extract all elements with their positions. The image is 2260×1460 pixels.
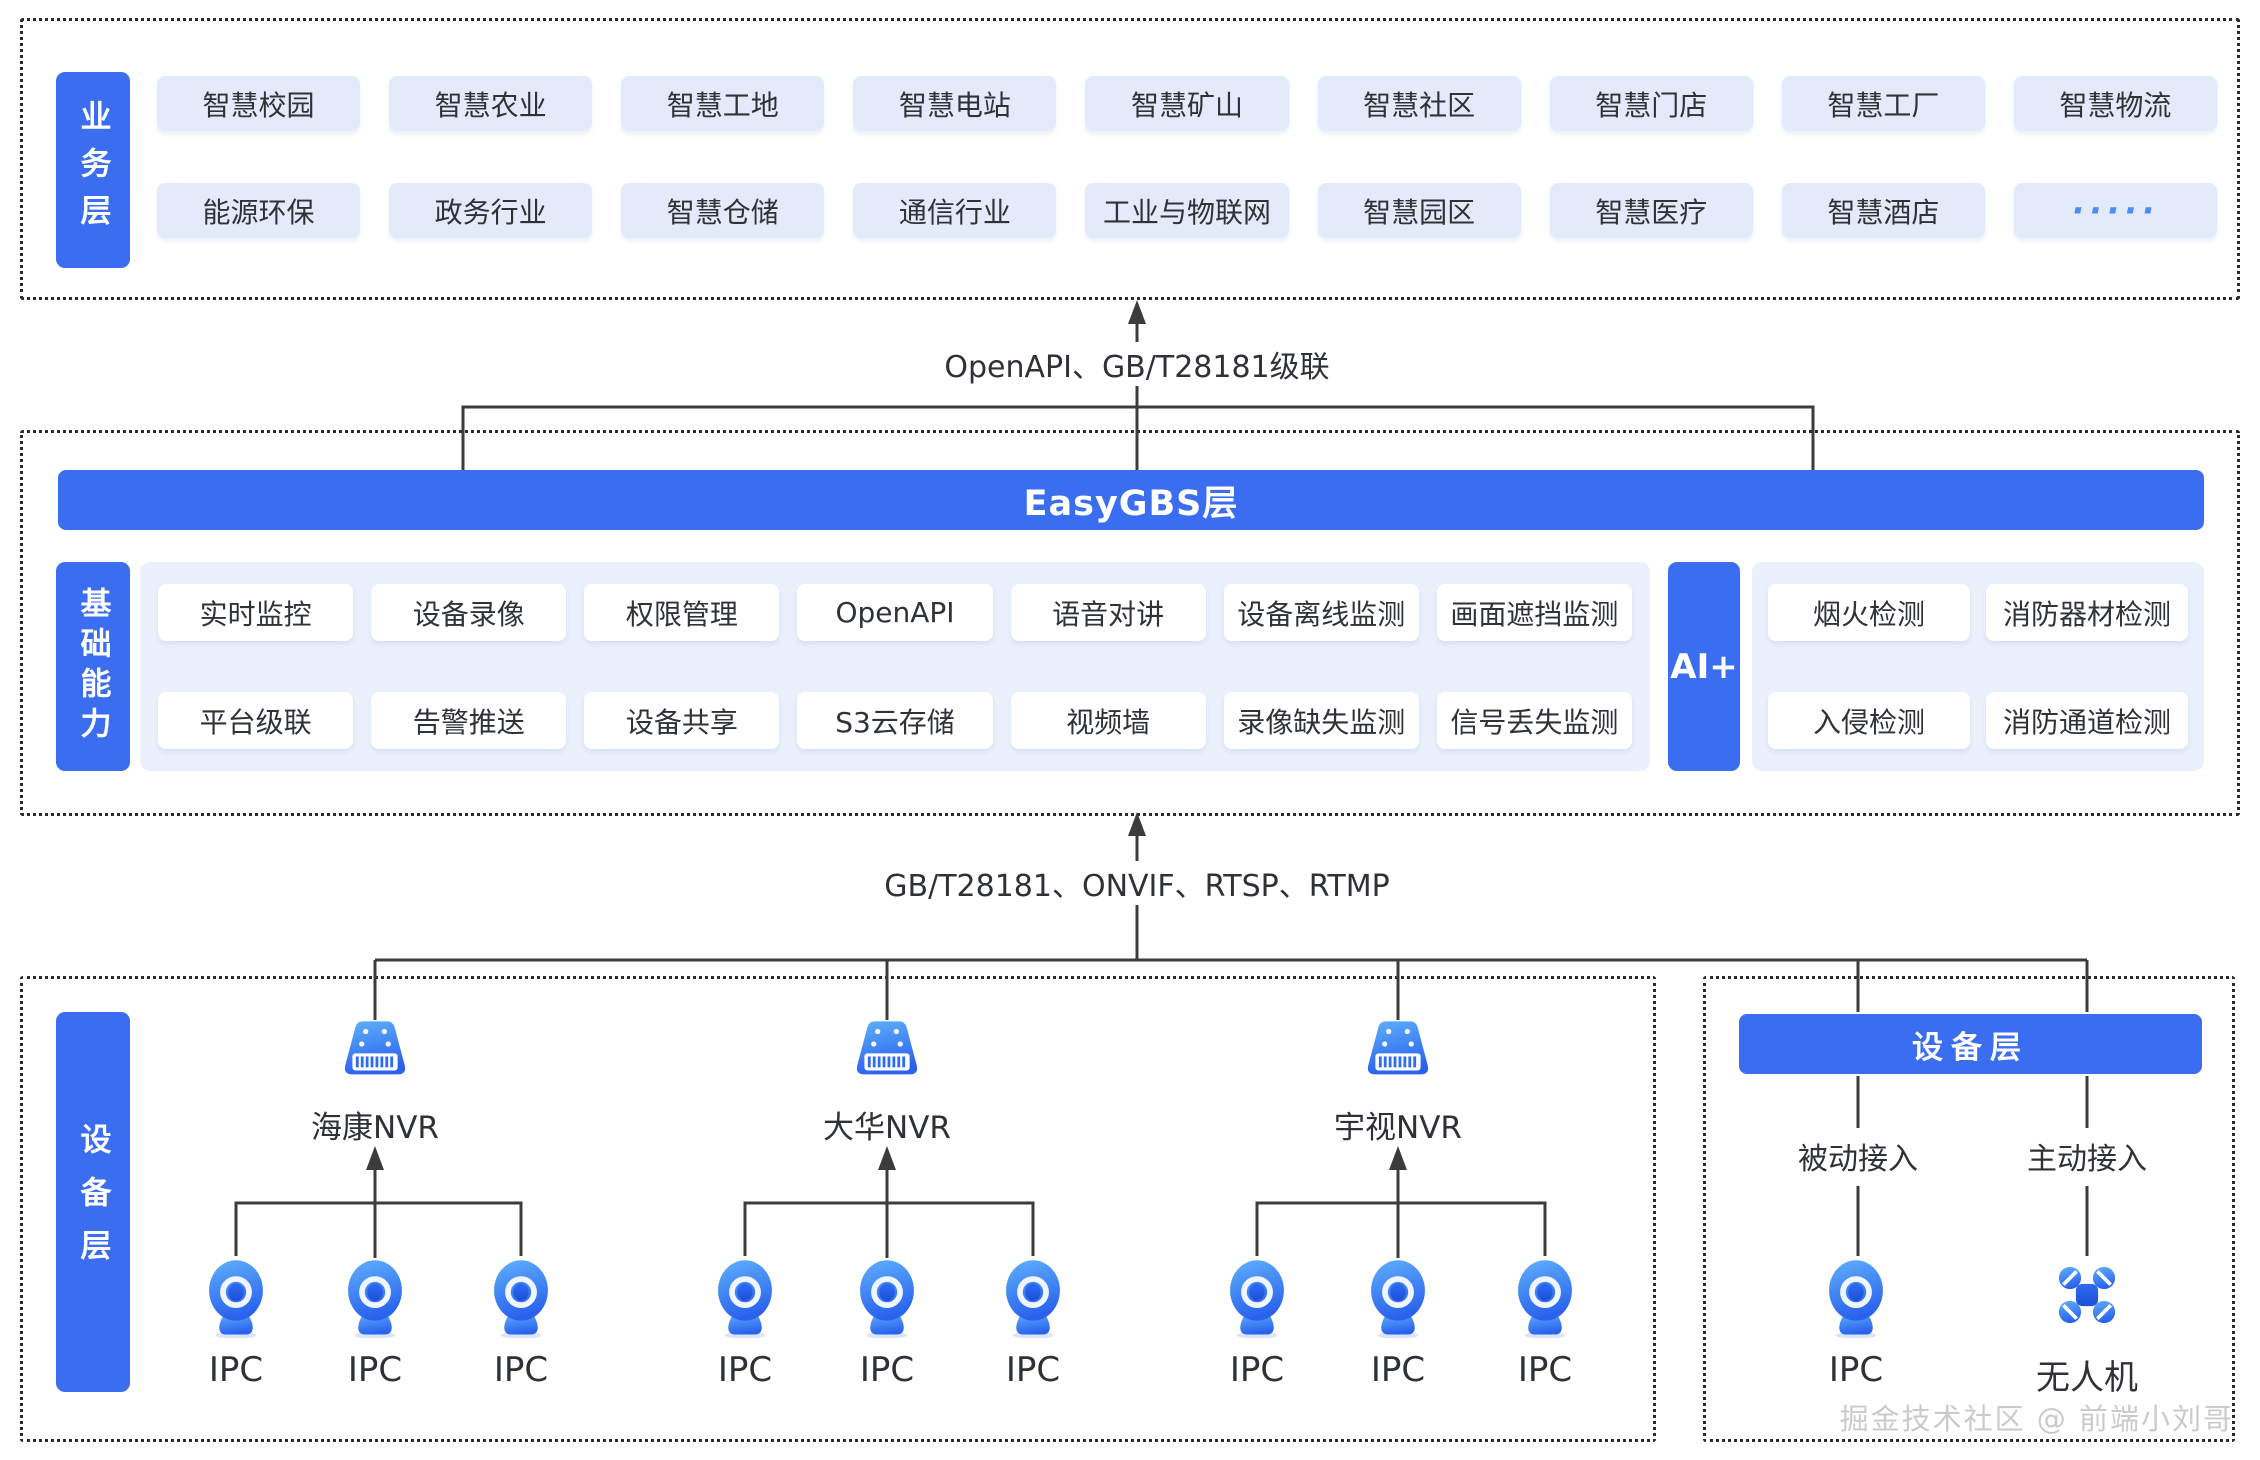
nvr-name-label: 宇视NVR xyxy=(1334,1110,1462,1146)
connector-label-top: OpenAPI、GB/T28181级联 xyxy=(930,342,1344,386)
watermark: 掘金技术社区 @ 前端小刘哥 xyxy=(1839,1402,2234,1436)
ai-capability-pill: 入侵检测 xyxy=(1768,692,1970,749)
capability-pill: 画面遮挡监测 xyxy=(1436,584,1632,641)
business-pill: 智慧仓储 xyxy=(621,183,825,238)
device-layer-tab: 设备层 xyxy=(56,1012,130,1392)
capability-pill: 权限管理 xyxy=(584,584,780,641)
easygbs-header-bar: EasyGBS层 xyxy=(58,470,2204,530)
connector-label-bottom: GB/T28181、ONVIF、RTSP、RTMP xyxy=(870,861,1404,905)
business-pill: 智慧医疗 xyxy=(1549,183,1753,238)
capability-pill: 设备离线监测 xyxy=(1223,584,1419,641)
business-pill: 智慧门店 xyxy=(1549,76,1753,131)
ipc-label: IPC xyxy=(208,1350,264,1390)
device-access-box xyxy=(1703,976,2235,1442)
capability-tab: 基础能力 xyxy=(56,562,130,771)
ai-plus-tab: AI+ xyxy=(1668,562,1740,771)
capability-row-1: 实时监控 设备录像 权限管理 OpenAPI 语音对讲 设备离线监测 画面遮挡监… xyxy=(158,584,1632,641)
capability-pill: S3云存储 xyxy=(797,692,993,749)
ai-row-2: 入侵检测 消防通道检测 xyxy=(1768,692,2188,749)
capability-pill: 设备共享 xyxy=(584,692,780,749)
ai-row-1: 烟火检测 消防器材检测 xyxy=(1768,584,2188,641)
capability-pill: 信号丢失监测 xyxy=(1436,692,1632,749)
device-layer-label: 设备层 xyxy=(74,1122,111,1282)
ai-capability-pill: 消防通道检测 xyxy=(1986,692,2188,749)
business-pill: 通信行业 xyxy=(853,183,1057,238)
business-pill: 智慧社区 xyxy=(1317,76,1521,131)
business-pill: 政务行业 xyxy=(389,183,593,238)
active-access-label: 主动接入 xyxy=(2027,1142,2147,1177)
capability-pill: 平台级联 xyxy=(158,692,354,749)
business-layer-tab: 业务层 xyxy=(56,72,130,268)
nvr-name-label: 海康NVR xyxy=(311,1110,439,1146)
business-pill: 智慧矿山 xyxy=(1085,76,1289,131)
ipc-label: IPC xyxy=(1005,1350,1061,1390)
drone-label: 无人机 xyxy=(2036,1358,2138,1398)
business-pill: 智慧工地 xyxy=(621,76,825,131)
ai-capability-pill: 烟火检测 xyxy=(1768,584,1970,641)
capability-pill: 设备录像 xyxy=(371,584,567,641)
business-layer-box xyxy=(20,18,2240,300)
capability-row-2: 平台级联 告警推送 设备共享 S3云存储 视频墙 录像缺失监测 信号丢失监测 xyxy=(158,692,1632,749)
ipc-label: IPC xyxy=(1370,1350,1426,1390)
business-pill: 智慧农业 xyxy=(389,76,593,131)
ipc-label: IPC xyxy=(859,1350,915,1390)
ai-capability-pill: 消防器材检测 xyxy=(1986,584,2188,641)
business-pill: 能源环保 xyxy=(157,183,361,238)
ipc-label: IPC xyxy=(493,1350,549,1390)
nvr-name-label: 大华NVR xyxy=(823,1110,951,1146)
business-row-1: 智慧校园 智慧农业 智慧工地 智慧电站 智慧矿山 智慧社区 智慧门店 智慧工厂 … xyxy=(157,76,2217,131)
ipc-label: IPC xyxy=(1517,1350,1573,1390)
business-pill: 智慧物流 xyxy=(2013,76,2217,131)
capability-pill: OpenAPI xyxy=(797,584,993,641)
ipc-label: IPC xyxy=(717,1350,773,1390)
passive-access-label: 被动接入 xyxy=(1798,1142,1918,1177)
business-row-2: 能源环保 政务行业 智慧仓储 通信行业 工业与物联网 智慧园区 智慧医疗 智慧酒… xyxy=(157,183,2217,238)
ipc-label: IPC xyxy=(347,1350,403,1390)
capability-pill: 视频墙 xyxy=(1010,692,1206,749)
capability-pill: 实时监控 xyxy=(158,584,354,641)
business-pill-ellipsis: ····· xyxy=(2013,183,2217,238)
access-box-header: 设备层 xyxy=(1739,1014,2202,1074)
arrow-up-icon xyxy=(1128,300,1146,324)
capability-pill: 录像缺失监测 xyxy=(1223,692,1419,749)
business-pill: 工业与物联网 xyxy=(1085,183,1289,238)
business-pill: 智慧校园 xyxy=(157,76,361,131)
business-layer-label: 业务层 xyxy=(74,99,111,241)
capability-label: 基础能力 xyxy=(74,586,111,747)
ipc-label: IPC xyxy=(1828,1350,1884,1390)
business-pill: 智慧工厂 xyxy=(1781,76,1985,131)
device-layer-box xyxy=(20,976,1656,1442)
business-pill: 智慧园区 xyxy=(1317,183,1521,238)
ipc-label: IPC xyxy=(1229,1350,1285,1390)
business-pill: 智慧电站 xyxy=(853,76,1057,131)
capability-pill: 语音对讲 xyxy=(1010,584,1206,641)
business-pill: 智慧酒店 xyxy=(1781,183,1985,238)
capability-pill: 告警推送 xyxy=(371,692,567,749)
